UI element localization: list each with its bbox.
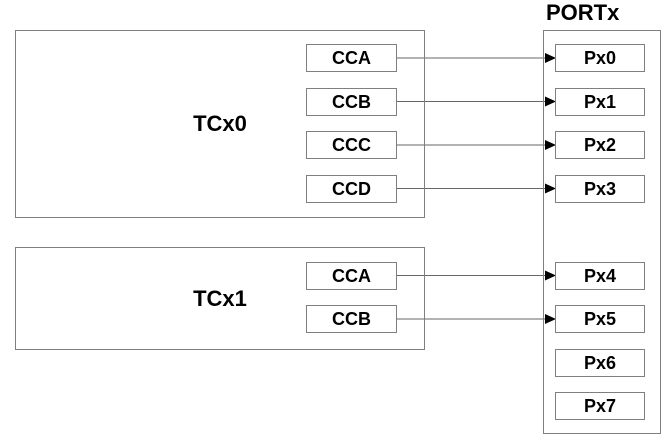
pin-box-px1: Px1 (555, 87, 645, 116)
pin-box-px3: Px3 (555, 174, 645, 203)
pin-box-px4: Px4 (555, 261, 645, 290)
timer-label-tcx1: TCx1 (193, 285, 247, 311)
channel-box-tcx0-ccb: CCB (306, 87, 397, 116)
pin-box-px5: Px5 (555, 305, 645, 333)
pin-box-px2: Px2 (555, 131, 645, 159)
pin-box-px6: Px6 (555, 348, 645, 377)
port-box (543, 30, 661, 434)
port-title: PORTx (546, 0, 620, 25)
pin-box-px7: Px7 (555, 392, 645, 420)
channel-box-tcx0-cca: CCA (306, 44, 397, 72)
timer-box-tcx1 (15, 247, 425, 350)
timer-box-tcx0 (15, 30, 425, 218)
channel-box-tcx1-ccb: CCB (306, 305, 397, 333)
channel-box-tcx1-cca: CCA (306, 261, 397, 290)
channel-box-tcx0-ccc: CCC (306, 131, 397, 159)
timer-label-tcx0: TCx0 (193, 111, 247, 136)
channel-box-tcx0-ccd: CCD (306, 174, 397, 203)
pin-box-px0: Px0 (555, 44, 645, 72)
